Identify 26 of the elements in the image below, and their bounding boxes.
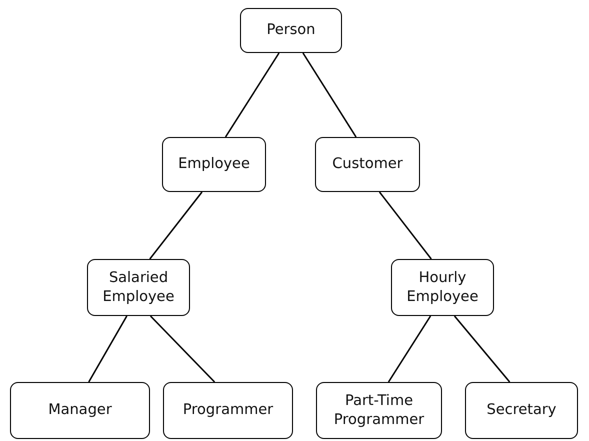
- class-box: [162, 137, 266, 192]
- class-name: Part-Time Programmer: [332, 392, 426, 429]
- connector-line: [454, 316, 510, 382]
- class-box: [163, 382, 293, 439]
- class-box: [87, 259, 190, 316]
- class-box: [465, 382, 578, 439]
- connector-line: [224, 52, 280, 138]
- class-name: Programmer: [182, 401, 274, 420]
- connector-line: [378, 192, 432, 260]
- class-box: [315, 137, 420, 192]
- class-box: [240, 8, 342, 53]
- class-name: Customer: [332, 155, 403, 174]
- connector-line: [88, 316, 128, 382]
- class-name: Employee: [178, 155, 250, 174]
- class-box: [391, 259, 494, 316]
- class-name: Secretary: [486, 401, 556, 420]
- class-box: [316, 382, 442, 439]
- class-name: Manager: [48, 401, 112, 420]
- connector-line: [150, 315, 216, 383]
- connector-line: [388, 316, 432, 382]
- class-box: [10, 382, 150, 439]
- class-name: Salaried Employee: [102, 269, 176, 306]
- class-name: Hourly Employee: [406, 269, 480, 306]
- connector-line: [302, 52, 357, 138]
- connector-line: [149, 192, 203, 260]
- class-name: Person: [266, 21, 316, 40]
